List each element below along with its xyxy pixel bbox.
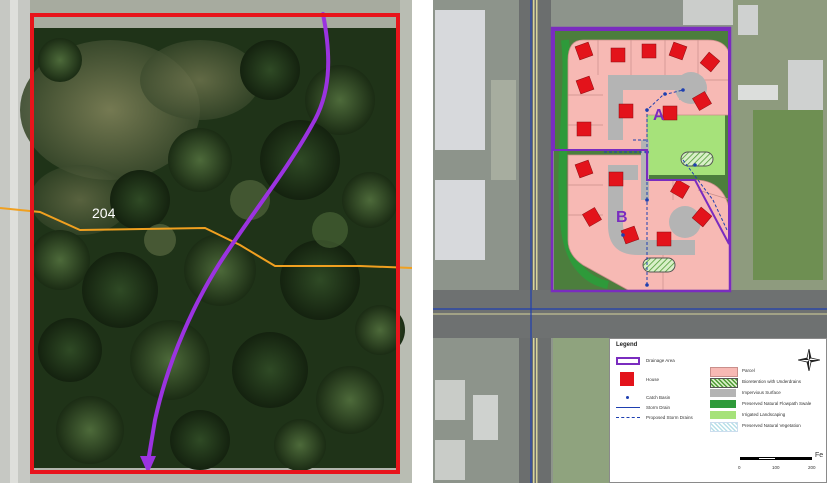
legend: Legend Drainage Area House Catch Basin S…: [609, 338, 827, 483]
landscaping-swatch: [710, 411, 736, 419]
swale-swatch: [710, 400, 736, 408]
legend-drainage-area: Drainage Area: [646, 358, 675, 363]
flow-path: [146, 12, 331, 464]
site-boundary: [30, 13, 400, 474]
drainage-area-outline: [550, 26, 732, 293]
legend-parcel: Parcel: [742, 368, 755, 373]
legend-title: Legend: [616, 342, 638, 348]
scale-tick-0: 0: [738, 465, 741, 470]
legend-storm-drain: Storm Drain: [646, 405, 671, 410]
flow-direction-arrow-icon: [140, 456, 156, 474]
impervious-swatch: [710, 389, 736, 397]
parcel-swatch: [710, 367, 738, 377]
proposed-drain-symbol: [616, 417, 640, 418]
legend-house: House: [646, 377, 660, 382]
drainage-label-a: A: [653, 107, 665, 124]
catch-basin-symbol: [626, 396, 629, 399]
contour-line: [0, 207, 412, 269]
site-plan-layout: A B: [550, 26, 732, 293]
bioretention-swatch: [710, 378, 738, 388]
houses: [574, 41, 721, 247]
aerial-photo: 204: [0, 0, 412, 483]
legend-vegetation: Preserved Natural Vegetation: [742, 423, 801, 428]
site-plan: A B: [433, 0, 827, 483]
storm-drain-symbol: [616, 407, 640, 408]
vegetation-swatch: [710, 422, 738, 432]
legend-landscaping: Irrigated Landscaping: [742, 412, 786, 417]
scale-unit: Fe: [815, 452, 824, 459]
legend-impervious: Impervious Surface: [742, 390, 781, 395]
compass-icon: [798, 349, 820, 371]
legend-catch-basin: Catch Basin: [646, 395, 671, 400]
drainage-area-symbol: [616, 357, 640, 365]
legend-bioretention: Bioretention with Underdrains: [742, 379, 802, 384]
contour-label: 204: [92, 205, 116, 221]
scale-tick-100: 100: [772, 465, 780, 470]
scale-tick-200: 200: [808, 465, 816, 470]
site-plan-map: A B Legend Drainage Area House Catch Bas…: [433, 0, 827, 483]
drainage-label-b: B: [616, 209, 628, 226]
legend-swale: Preserved Natural Flowpath Swale: [742, 401, 812, 406]
legend-proposed-storm-drains: Proposed Storm Drains: [646, 415, 693, 420]
house-symbol: [620, 372, 634, 386]
aerial-photo-map: 204: [0, 0, 412, 483]
tree-canopy: [30, 38, 405, 471]
